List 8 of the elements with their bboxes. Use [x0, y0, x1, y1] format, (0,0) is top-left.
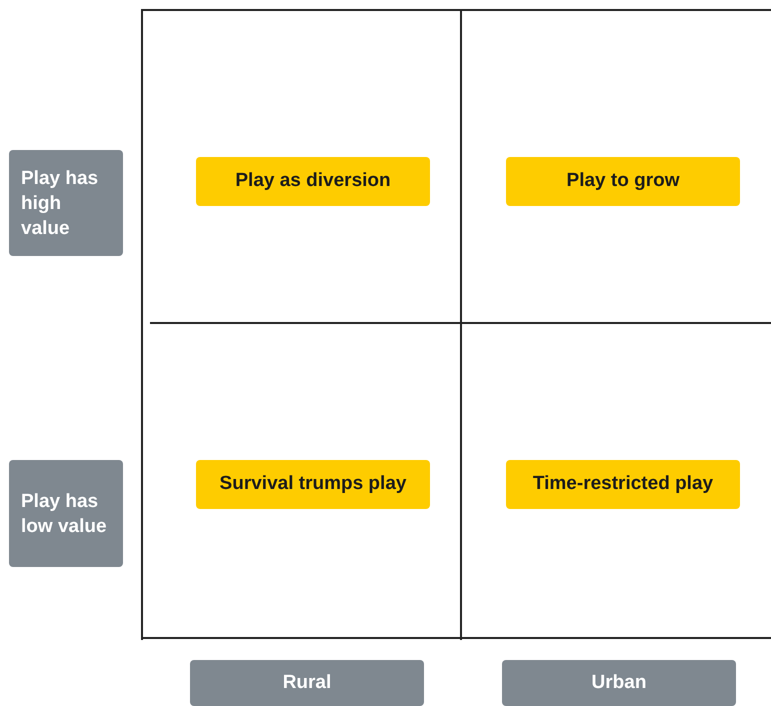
quadrant-label: Play as diversion [196, 157, 430, 206]
quadrant-label: Time-restricted play [506, 460, 740, 509]
row-label-tile: Play has high value [9, 150, 123, 256]
column-label-tile: Urban [502, 660, 736, 706]
quadrant-label: Play to grow [506, 157, 740, 206]
column-label-tile: Rural [190, 660, 424, 706]
row-label-tile: Play has low value [9, 460, 123, 567]
quadrant-label: Survival trumps play [196, 460, 430, 509]
